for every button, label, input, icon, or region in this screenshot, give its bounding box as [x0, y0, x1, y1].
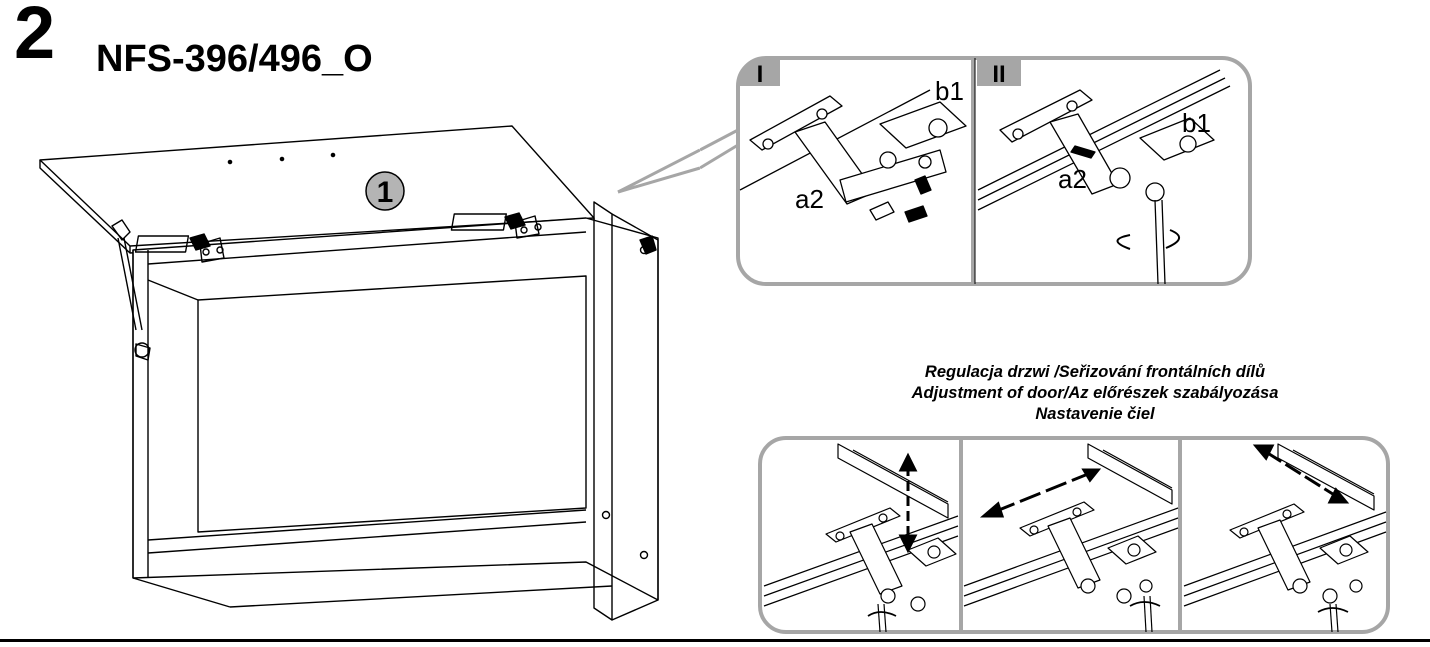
step-tab-I: I [738, 58, 780, 88]
bottom-rule [0, 639, 1430, 642]
detail-frame [736, 56, 1252, 286]
adjustment-depth [1183, 443, 1387, 633]
part-label-a2-I: a2 [795, 184, 824, 214]
screwdriver-II [1154, 199, 1159, 285]
step-label-II: II [992, 61, 1005, 88]
caption-line-3: Nastavenie čiel [1035, 405, 1155, 423]
hinge-detail-panel: I II b1 a2 [700, 56, 1252, 286]
door-adjustment-panel [758, 436, 1390, 634]
lift-stay-right [639, 235, 657, 255]
cabinet-body [132, 217, 659, 601]
part-label-a2-II: a2 [1058, 164, 1087, 194]
callout-number-1: 1 [377, 176, 394, 209]
door-hinge-right [450, 212, 542, 239]
arrow-up-down-icon [898, 452, 918, 554]
cabinet-back [197, 275, 587, 533]
step-number: 2 [14, 0, 56, 74]
caption-line-2: Adjustment of door/Az előrészek szabályo… [911, 384, 1279, 402]
caption-line-1: Regulacja drzwi /Seřizování frontálních … [924, 363, 1266, 381]
part-label-b1-I: b1 [935, 76, 964, 106]
lift-stay-left [111, 219, 151, 361]
adjustment-vertical [763, 443, 959, 633]
cabinet-drawing: 1 [39, 125, 700, 621]
step-label-I: I [757, 61, 764, 88]
arrow-diagonal-icon [1252, 444, 1350, 504]
step-tab-II: II [977, 60, 1021, 88]
arrow-left-right-icon [979, 468, 1102, 518]
adjustment-lateral [963, 443, 1179, 633]
callout-marker-1: 1 [365, 171, 405, 211]
part-label-b1-II: b1 [1182, 108, 1211, 138]
hinge-base-II [1139, 117, 1215, 161]
model-code: NFS-396/496_O [96, 38, 373, 80]
adjustment-caption: Regulacja drzwi /Seřizování frontálních … [790, 362, 1400, 425]
door-hinge-left [134, 233, 225, 263]
hinge-base-I [879, 101, 967, 149]
